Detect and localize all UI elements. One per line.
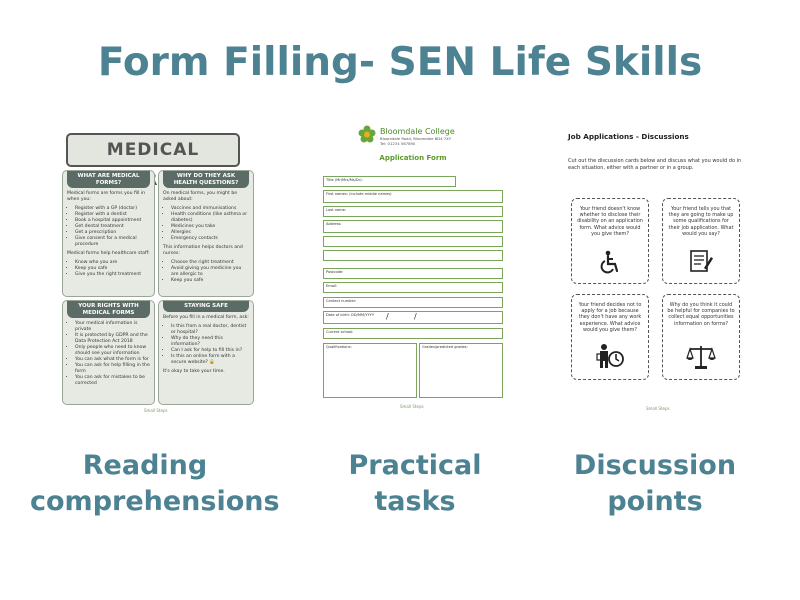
list-item: Get dental treatment	[75, 224, 150, 230]
title-field[interactable]: Title (Mr/Mrs/Ms/Dr):	[323, 176, 456, 187]
worker-clock-icon	[596, 344, 624, 368]
list-item: Keep you safe	[75, 266, 150, 272]
flower-logo-icon	[358, 125, 376, 143]
list-item: Allergies	[171, 230, 249, 236]
scales-icon	[686, 346, 716, 369]
list-item: Avoid giving you medicine you are allerg…	[171, 266, 249, 278]
list-item: Give you the right treatment	[75, 272, 150, 278]
discussions-title: Job Applications - Discussions	[568, 132, 689, 141]
list-item: Book a hospital appointment	[75, 218, 150, 224]
card-heading: Why do they ask health questions?	[163, 171, 249, 188]
list-item: Get a prescription	[75, 230, 150, 236]
address-line-3-field[interactable]	[323, 250, 503, 261]
application-form-page: Bloomdale College Bloomdale Road, Bloomd…	[318, 120, 508, 420]
list-item: Is this an online form with a secure web…	[171, 354, 249, 366]
list-item: Medicines you take	[171, 224, 249, 230]
current-school-field[interactable]: Current school:	[323, 328, 503, 339]
list-item: Know who you are	[75, 260, 150, 266]
card-mid: Medical forms help healthcare staff:	[67, 251, 150, 256]
small-steps-logo: Small Steps	[400, 404, 424, 409]
form-pencil-icon	[690, 250, 713, 272]
date-of-birth-field[interactable]: Date of birth: DD/MM/YYYY	[323, 311, 503, 324]
college-name: Bloomdale College	[380, 127, 455, 136]
list-item: Why do they need this information?	[171, 336, 249, 348]
discussion-card-equal-opportunities: Why do you think it could be helpful for…	[662, 294, 740, 380]
list-item: Choose the right treatment	[171, 260, 249, 266]
what-are-medical-forms-card: What are medical forms? Medical forms ar…	[62, 170, 155, 297]
list-item: Keep you safe	[171, 278, 249, 284]
discussion-card-disclose-disability: Your friend doesn't know whether to disc…	[571, 198, 649, 284]
application-form-title: Application Form	[379, 154, 447, 162]
staying-safe-card: Staying safe Before you fill in a medica…	[158, 300, 254, 405]
card-heading: What are medical forms?	[67, 171, 150, 188]
contact-number-field[interactable]: Contact number:	[323, 297, 503, 308]
medical-forms-page: MEDICAL FORMS What are medical forms? Me…	[58, 128, 256, 420]
card-mid: This information helps doctors and nurse…	[163, 245, 243, 256]
discussion-card-work-experience: Your friend decides not to apply for a j…	[571, 294, 649, 380]
list-item: Give consent for a medical procedure	[75, 236, 150, 248]
list-item: Can I ask for help to fill this in?	[171, 348, 249, 354]
college-address: Bloomdale Road, Bloomdale BD4 7XY Tel: 0…	[380, 136, 452, 146]
list-item: It is protected by GDPR and the Data Pro…	[75, 333, 150, 345]
card-heading: Your rights with medical forms	[67, 301, 150, 318]
list-item: You can ask what the form is for	[75, 357, 150, 363]
list-item: You can ask for mistakes to be corrected	[75, 375, 150, 387]
list-item: Register with a dentist	[75, 212, 150, 218]
address-field[interactable]: Address:	[323, 220, 503, 233]
card-outro: It's okay to take your time.	[163, 368, 225, 374]
list-item: Health conditions (like asthma or diabet…	[171, 212, 249, 224]
discussions-intro: Cut out the discussion cards below and d…	[568, 158, 742, 171]
email-field[interactable]: Email:	[323, 282, 503, 293]
address-line-2-field[interactable]	[323, 236, 503, 247]
caption-practical-tasks: Practical tasks	[348, 450, 482, 517]
caption-reading-comprehensions: Reading comprehensions	[30, 450, 280, 517]
date-separator: /	[386, 312, 389, 321]
small-steps-logo: Small Steps	[144, 408, 168, 413]
list-item: Vaccines and immunisations	[171, 206, 249, 212]
list-item: Is this from a real doctor, dentist or h…	[171, 324, 249, 336]
why-health-questions-card: Why do they ask health questions? On med…	[158, 170, 254, 297]
discussion-card-fake-qualifications: Your friend tells you that they are goin…	[662, 198, 740, 284]
wheelchair-icon	[600, 250, 619, 274]
card-text: Your friend decides not to apply for a j…	[578, 302, 642, 333]
card-text: Why do you think it could be helpful for…	[667, 302, 735, 327]
list-item: Register with a GP (doctor)	[75, 206, 150, 212]
discussions-page: Job Applications - Discussions Cut out t…	[562, 126, 758, 422]
list-item: Your medical information is private	[75, 321, 150, 333]
first-names-field[interactable]: First names: (include middle names)	[323, 190, 503, 203]
last-name-field[interactable]: Last name:	[323, 206, 503, 217]
your-rights-card: Your rights with medical forms Your medi…	[62, 300, 155, 405]
card-intro: Before you fill in a medical form, ask:	[163, 314, 249, 320]
list-item: You can ask for help filling in the form	[75, 363, 150, 375]
caption-discussion-points: Discussion points	[573, 450, 737, 517]
medical-forms-title: MEDICAL FORMS	[66, 133, 240, 190]
telephone-line: Tel: 01234 567890	[380, 140, 416, 146]
main-title: Form Filling- SEN Life Skills	[97, 40, 703, 85]
qualifications-field[interactable]: Qualifications:	[323, 343, 417, 398]
postcode-field[interactable]: Postcode:	[323, 268, 503, 279]
list-item: Emergency contacts	[171, 236, 249, 242]
grades-field[interactable]: Grades/predicted grades:	[419, 343, 503, 398]
card-text: Your friend doesn't know whether to disc…	[577, 206, 643, 237]
date-separator: /	[414, 312, 417, 321]
list-item: Only people who need to know should see …	[75, 345, 150, 357]
card-intro: Medical forms are forms you fill in when…	[67, 191, 146, 202]
card-heading: Staying safe	[163, 301, 249, 312]
card-text: Your friend tells you that they are goin…	[668, 206, 734, 237]
small-steps-logo: Small Steps	[646, 406, 670, 411]
card-intro: On medical forms, you might be asked abo…	[163, 191, 238, 202]
address-line: Bloomdale Road, Bloomdale BD4 7XY	[380, 136, 452, 141]
